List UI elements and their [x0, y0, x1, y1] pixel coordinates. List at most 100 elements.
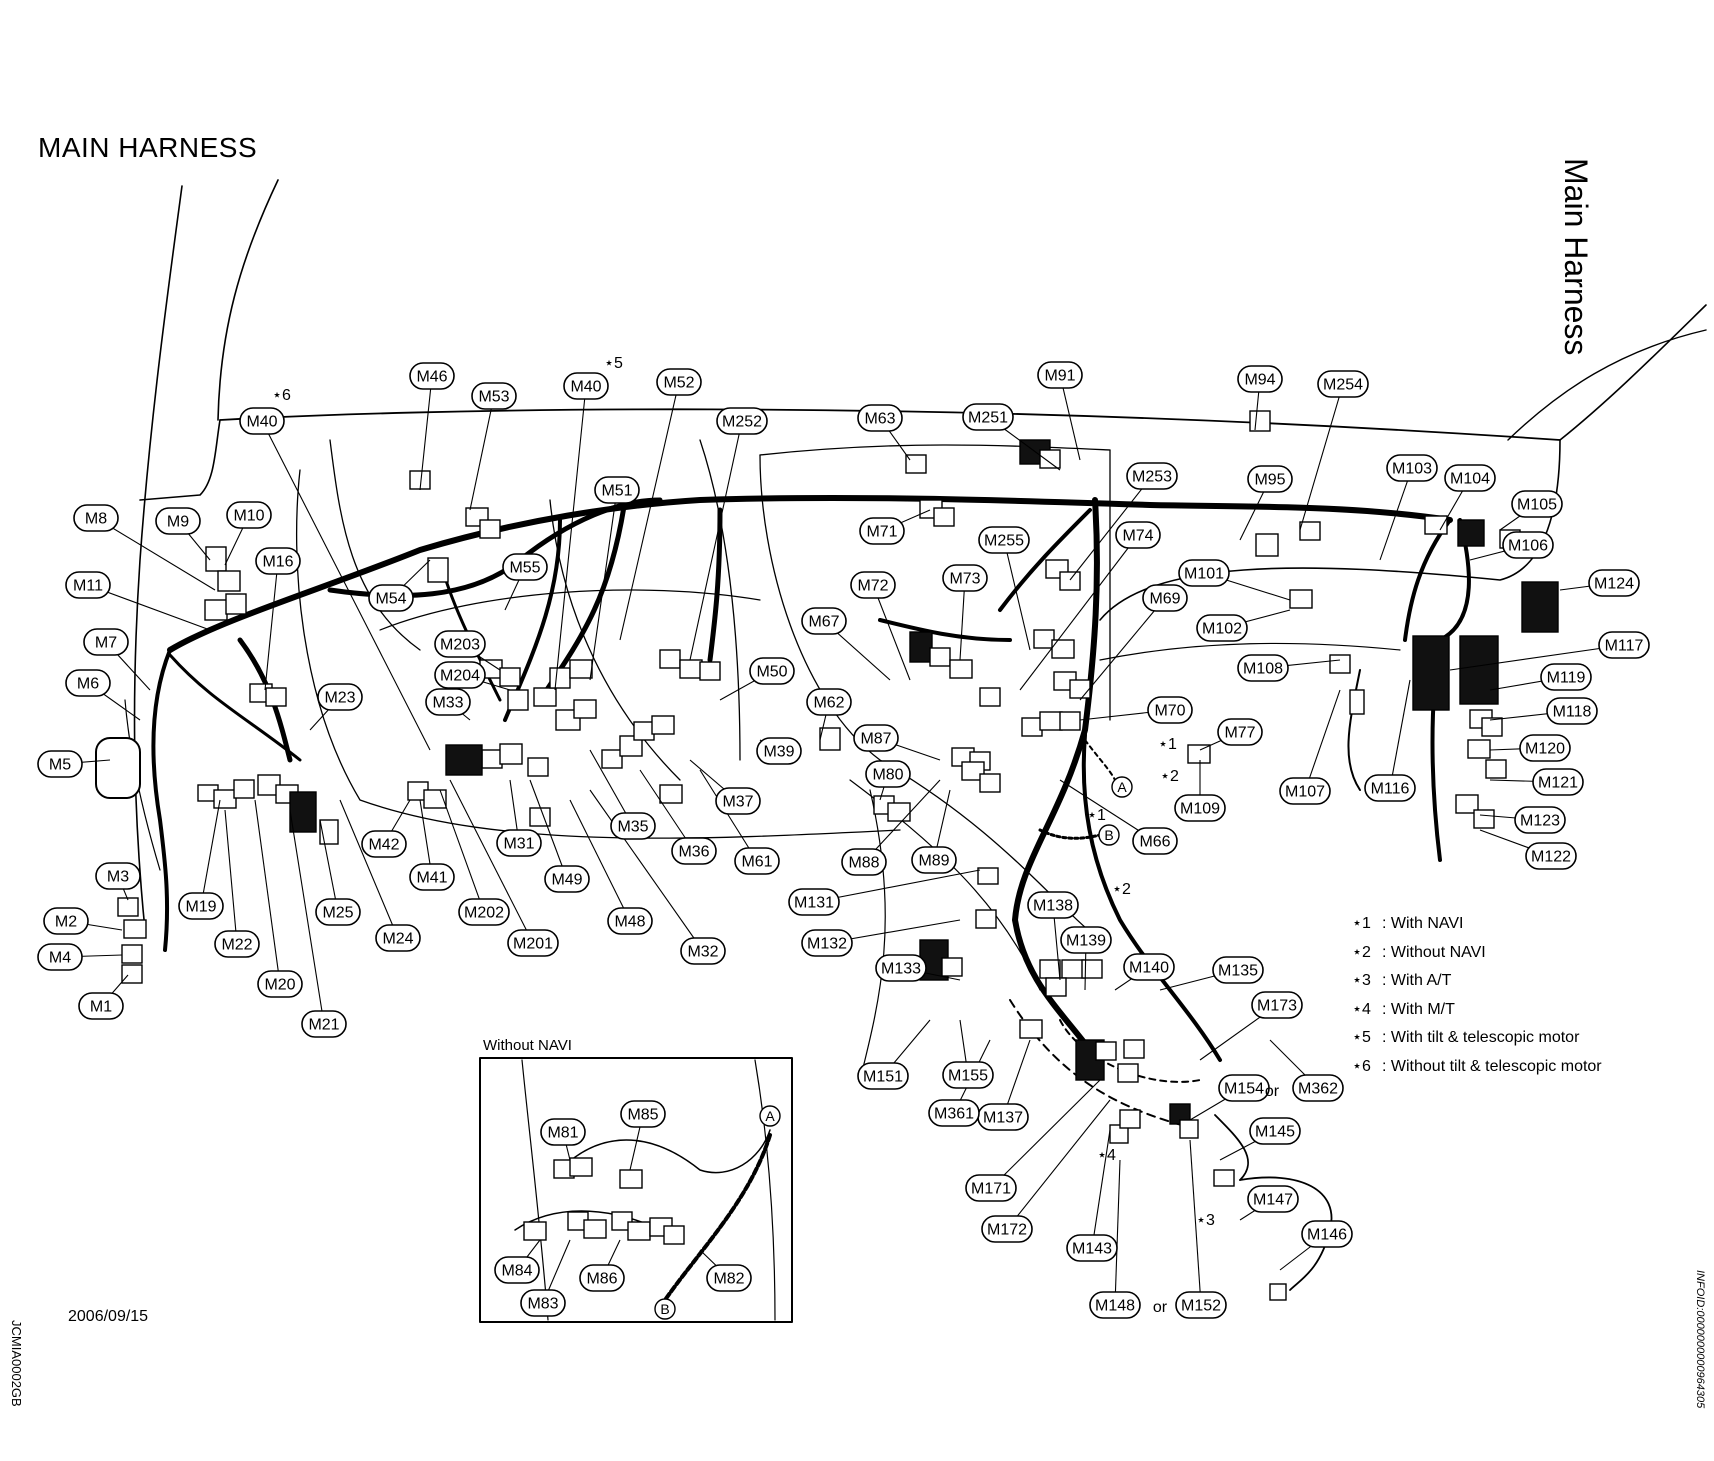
connector-block [123, 919, 147, 939]
connector-label: M253 [1132, 469, 1172, 486]
connector-tag: M107 [1279, 777, 1331, 805]
connector-label: M19 [185, 899, 216, 916]
connector-label: M1 [90, 999, 112, 1016]
connector-tag: M54 [368, 584, 414, 612]
figure-id: JCMIA0002GB [9, 1320, 24, 1407]
connector-label: M16 [262, 554, 293, 571]
connector-label: M11 [73, 578, 103, 595]
connector-block [289, 791, 317, 833]
connector-label: M32 [687, 944, 718, 961]
connector-label: M119 [1547, 670, 1586, 687]
connector-label: M72 [857, 578, 888, 595]
connector-tag: M71 [859, 517, 905, 545]
connector-tag: M21 [301, 1010, 347, 1038]
connector-block [659, 784, 683, 804]
connector-label: M49 [551, 872, 582, 889]
legend-row: ⋆4: With M/T [1352, 996, 1602, 1025]
connector-tag: M40 [239, 407, 285, 435]
connector-label: M101 [1184, 566, 1224, 583]
connector-tag: M131 [788, 888, 840, 916]
leader-line [1091, 1129, 1111, 1249]
connector-label: M77 [1224, 725, 1255, 742]
leader-line [554, 385, 587, 691]
legend-key: ⋆1 [1352, 915, 1371, 932]
connector-tag: M137 [977, 1103, 1029, 1131]
connector-tag: M154 [1218, 1074, 1270, 1102]
connector-block [507, 689, 529, 711]
connector-block [1019, 1019, 1043, 1039]
connector-tag: M77 [1217, 718, 1263, 746]
connector-tag: M80 [865, 760, 911, 788]
connector-block [523, 1221, 547, 1241]
connector-tag: M55 [502, 553, 548, 581]
leader-line [1079, 597, 1166, 701]
connector-tag: M33 [425, 688, 471, 716]
connector-tag: M155 [942, 1061, 994, 1089]
leader-line [990, 1079, 1101, 1189]
connector-label: M62 [813, 695, 844, 712]
connector-tag: M41 [409, 863, 455, 891]
connector-block [1033, 629, 1055, 649]
connector-label: M361 [934, 1106, 974, 1123]
connector-tag: M46 [409, 362, 455, 390]
connector-tag: M362 [1292, 1074, 1344, 1102]
leader-line [419, 375, 433, 491]
connector-tag: M151 [857, 1062, 909, 1090]
leader-line [1304, 689, 1341, 792]
connector-label: M155 [948, 1068, 988, 1085]
connector-tag: M140 [1123, 953, 1175, 981]
connector-block [1069, 679, 1091, 699]
connector-tag: M91 [1037, 361, 1083, 389]
connector-block [1329, 654, 1351, 674]
connector-tag: M116 [1364, 774, 1416, 802]
connector-tag: M16 [255, 547, 301, 575]
variant-marker: ⋆5 [604, 355, 623, 372]
connector-label: M24 [382, 931, 413, 948]
circle-reference: A [759, 1105, 781, 1127]
or-word: or [1265, 1083, 1280, 1100]
connector-label: M40 [570, 379, 601, 396]
connector-tag: M89 [911, 846, 957, 874]
connector-tag: M108 [1237, 654, 1289, 682]
connector-block [627, 1221, 651, 1241]
connector-tag: M172 [981, 1215, 1033, 1243]
connector-block [1123, 1039, 1145, 1059]
connector-label: M69 [1149, 591, 1180, 608]
leader-line [689, 420, 743, 661]
circle-letter: B [1104, 827, 1113, 843]
connector-block [479, 519, 501, 539]
connector-label: M61 [741, 854, 772, 871]
connector-label: M201 [513, 936, 553, 953]
connector-label: M53 [478, 389, 509, 406]
connector-tag: M171 [965, 1174, 1017, 1202]
variant-marker: ⋆2 [1160, 768, 1179, 785]
connector-tag: M23 [317, 683, 363, 711]
connector-label: M143 [1072, 1241, 1112, 1258]
circle-letter: A [1117, 779, 1127, 795]
connector-label: M204 [440, 668, 480, 685]
connector-label: M33 [432, 695, 463, 712]
connector-tag: M8 [73, 504, 119, 532]
connector-label: M21 [308, 1017, 339, 1034]
connector-tag: M3 [95, 862, 141, 890]
connector-block [1213, 1169, 1235, 1187]
connector-label: M104 [1450, 471, 1490, 488]
connector-label: M116 [1371, 781, 1410, 798]
connector-label: M82 [713, 1271, 744, 1288]
connector-tag: M81 [540, 1118, 586, 1146]
connector-label: M109 [1180, 801, 1220, 818]
connector-block [941, 957, 963, 977]
legend-text: : With A/T [1382, 972, 1452, 989]
connector-label: M106 [1508, 538, 1548, 555]
connector-tag: M39 [756, 737, 802, 765]
legend-text: : Without tilt & telescopic motor [1382, 1057, 1602, 1075]
leader-line [469, 395, 495, 511]
connector-tag: M147 [1247, 1185, 1299, 1213]
legend-text: : With M/T [1382, 1000, 1455, 1018]
connector-block [121, 964, 143, 984]
legend-row: ⋆6: Without tilt & telescopic motor [1352, 1053, 1602, 1082]
connector-block [619, 1169, 643, 1189]
connector-label: M91 [1044, 368, 1075, 385]
connector-block [949, 659, 973, 679]
leader-line [589, 489, 618, 681]
